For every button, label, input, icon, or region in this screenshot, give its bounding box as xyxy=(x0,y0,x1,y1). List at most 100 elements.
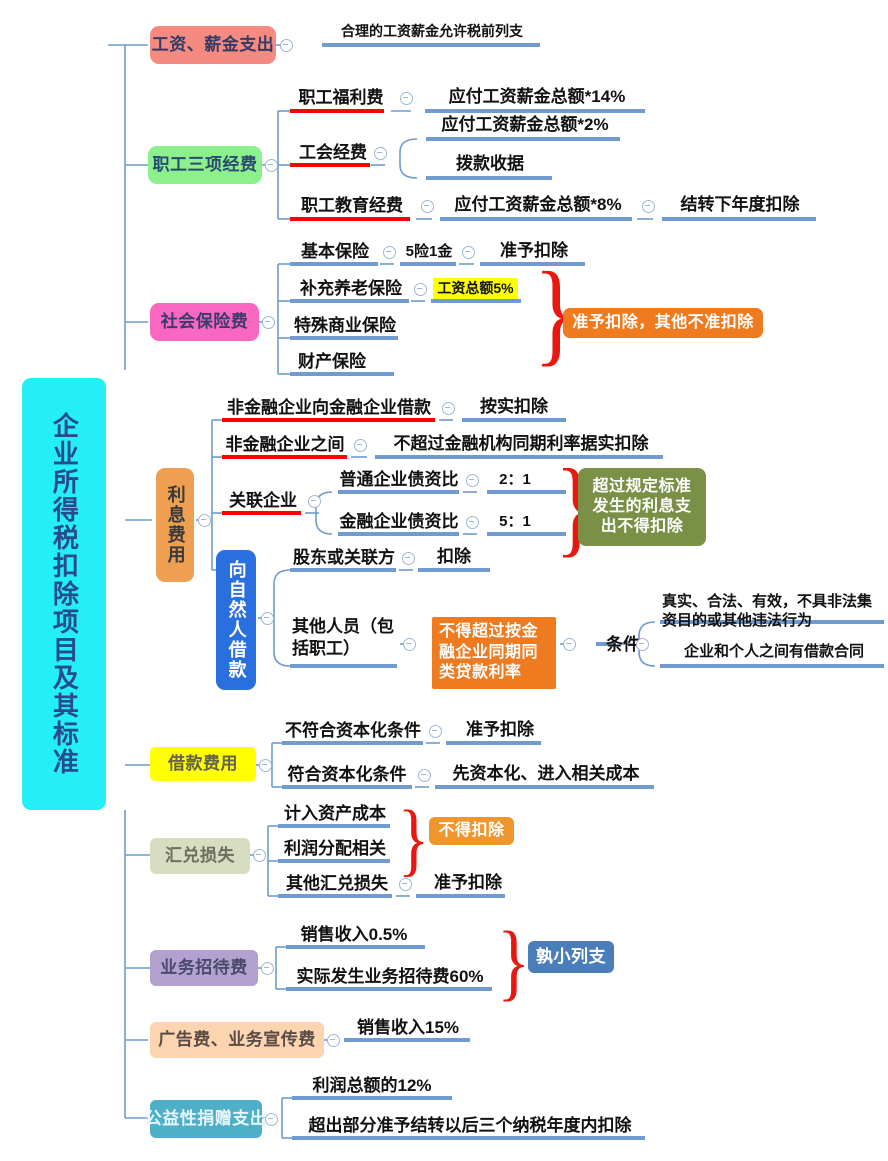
collapse-toggle-capitalize[interactable] xyxy=(418,769,431,782)
branch-borrow-cost[interactable]: 借款费用 xyxy=(150,747,256,781)
collapse-toggle-borrow-cost[interactable] xyxy=(259,759,272,772)
leaf-ratio-2-1[interactable]: 2：1 xyxy=(499,471,531,489)
leaf-between-nonfin[interactable]: 非金融企业之间 xyxy=(225,434,345,454)
leaf-education-rate[interactable]: 应付工资薪金总额*8% xyxy=(454,194,622,214)
branch-natural-person-label: 向自然人借款 xyxy=(226,560,247,680)
leaf-nonfin-to-fin[interactable]: 非金融企业向金融企业借款 xyxy=(227,397,431,417)
collapse-toggle-non-capitalize[interactable] xyxy=(429,725,442,738)
leaf-other-fx-deduct[interactable]: 准予扣除 xyxy=(434,872,502,892)
root-node[interactable]: 企业所得税扣除项目及其标准 xyxy=(22,378,106,810)
collapse-toggle-between-nonfin[interactable] xyxy=(354,439,367,452)
leaf-capitalize-result[interactable]: 先资本化、进入相关成本 xyxy=(452,763,640,783)
collapse-toggle-conditions[interactable] xyxy=(636,638,649,651)
leaf-supp-pension[interactable]: 补充养老保险 xyxy=(300,278,402,298)
leaf-profit-12[interactable]: 利润总额的12% xyxy=(312,1075,432,1095)
leaf-non-capitalize-deduct[interactable]: 准予扣除 xyxy=(466,719,534,739)
leaf-education-carry[interactable]: 结转下年度扣除 xyxy=(680,194,800,214)
leaf-normal-debt-ratio[interactable]: 普通企业债资比 xyxy=(339,469,459,489)
leaf-actual-60[interactable]: 实际发生业务招待费60% xyxy=(296,966,484,986)
branch-ads-label: 广告费、业务宣传费 xyxy=(158,1029,316,1049)
branch-donation[interactable]: 公益性捐赠支出 xyxy=(145,1100,267,1138)
branch-social-insurance[interactable]: 社会保险费 xyxy=(150,303,259,341)
collapse-toggle-entertainment[interactable] xyxy=(261,962,274,975)
leaf-condition-legal[interactable]: 真实、合法、有效，不具非法集资目的或其他违法行为 xyxy=(662,593,873,629)
leaf-union-receipt[interactable]: 拨款收据 xyxy=(456,153,524,173)
branch-fx-loss-label: 汇兑损失 xyxy=(165,845,235,865)
callout-social-insurance[interactable]: 准予扣除，其他不准扣除 xyxy=(563,308,763,338)
collapse-toggle-basic-insurance[interactable] xyxy=(383,246,396,259)
leaf-shareholder[interactable]: 股东或关联方 xyxy=(293,547,395,567)
collapse-toggle-interest[interactable] xyxy=(198,514,211,527)
branch-donation-label: 公益性捐赠支出 xyxy=(144,1108,268,1128)
collapse-toggle-related-enterprise[interactable] xyxy=(308,495,321,508)
branch-ads[interactable]: 广告费、业务宣传费 xyxy=(150,1022,324,1058)
leaf-sales-15[interactable]: 销售收入15% xyxy=(356,1017,460,1037)
leaf-shareholder-deduct[interactable]: 扣除 xyxy=(437,546,471,566)
callout-fx-loss[interactable]: 不得扣除 xyxy=(429,817,514,845)
brace-entertainment: } xyxy=(497,913,531,1009)
leaf-union-rate[interactable]: 应付工资薪金总额*2% xyxy=(441,114,609,134)
leaf-asset-cost[interactable]: 计入资产成本 xyxy=(284,803,386,823)
collapse-toggle-conditions-root[interactable] xyxy=(563,638,576,651)
leaf-carry-forward-3y[interactable]: 超出部分准予结转以后三个纳税年度内扣除 xyxy=(308,1115,632,1135)
leaf-not-exceed-rate[interactable]: 不超过金融机构同期利率据实扣除 xyxy=(393,433,649,453)
collapse-toggle-education[interactable] xyxy=(421,200,434,213)
leaf-non-capitalize[interactable]: 不符合资本化条件 xyxy=(285,720,421,740)
branch-entertainment[interactable]: 业务招待费 xyxy=(150,950,258,986)
leaf-condition-contract[interactable]: 企业和个人之间有借款合同 xyxy=(683,643,864,661)
collapse-toggle-donation[interactable] xyxy=(265,1113,278,1126)
callout-loan-rate[interactable]: 不得超过按金融企业同期同类贷款利率 xyxy=(432,617,556,689)
collapse-toggle-fx-loss[interactable] xyxy=(253,849,266,862)
branch-fx-loss[interactable]: 汇兑损失 xyxy=(150,838,250,874)
brace-fx-loss: } xyxy=(397,793,430,884)
leaf-welfare-rate[interactable]: 应付工资薪金总额*14% xyxy=(448,86,626,106)
callout-interest[interactable]: 超过规定标准发生的利息支出不得扣除 xyxy=(578,468,706,546)
collapse-toggle-salary[interactable] xyxy=(280,39,293,52)
leaf-five-one[interactable]: 5险1金 xyxy=(405,243,453,261)
leaf-welfare[interactable]: 职工福利费 xyxy=(298,87,384,107)
collapse-toggle-other-fx-loss[interactable] xyxy=(399,878,412,891)
collapse-toggle-shareholder[interactable] xyxy=(402,552,415,565)
leaf-profit-distribution[interactable]: 利润分配相关 xyxy=(284,838,386,858)
leaf-deduct-actual[interactable]: 按实扣除 xyxy=(480,396,548,416)
branch-three-funds-label: 职工三项经费 xyxy=(152,154,258,174)
leaf-related-enterprise[interactable]: 关联企业 xyxy=(229,490,297,510)
collapse-toggle-nonfin-to-fin[interactable] xyxy=(442,402,455,415)
leaf-other-fx-loss[interactable]: 其他汇兑损失 xyxy=(286,873,388,893)
branch-interest[interactable]: 利息费用 xyxy=(156,468,194,582)
leaf-wage-total-5[interactable]: 工资总额5% xyxy=(433,278,518,299)
root-label: 企业所得税扣除项目及其标准 xyxy=(49,412,80,776)
branch-three-funds[interactable]: 职工三项经费 xyxy=(148,146,262,184)
branch-salary[interactable]: 工资、薪金支出 xyxy=(150,26,276,64)
collapse-toggle-fin-debt-ratio[interactable] xyxy=(466,516,479,529)
leaf-capitalize[interactable]: 符合资本化条件 xyxy=(287,764,407,784)
leaf-special-commercial[interactable]: 特殊商业保险 xyxy=(294,315,396,335)
branch-borrow-cost-label: 借款费用 xyxy=(168,753,238,773)
leaf-sales-05[interactable]: 销售收入0.5% xyxy=(300,924,408,944)
collapse-toggle-normal-debt-ratio[interactable] xyxy=(466,474,479,487)
leaf-property-insurance[interactable]: 财产保险 xyxy=(298,351,366,371)
collapse-toggle-natural-person[interactable] xyxy=(261,612,274,625)
leaf-salary-1[interactable]: 合理的工资薪金允许税前列支 xyxy=(341,22,523,39)
collapse-toggle-ads[interactable] xyxy=(327,1034,340,1047)
callout-entertainment[interactable]: 孰小列支 xyxy=(528,941,614,973)
leaf-education[interactable]: 职工教育经费 xyxy=(301,195,403,215)
leaf-conditions[interactable]: 条件 xyxy=(606,634,640,654)
collapse-toggle-supp-pension[interactable] xyxy=(414,283,427,296)
collapse-toggle-welfare[interactable] xyxy=(400,92,413,105)
branch-salary-label: 工资、薪金支出 xyxy=(151,34,275,54)
branch-natural-person[interactable]: 向自然人借款 xyxy=(216,550,256,690)
leaf-other-persons[interactable]: 其他人员（包括职工） xyxy=(292,616,394,658)
leaf-ratio-5-1[interactable]: 5：1 xyxy=(499,513,531,531)
collapse-toggle-other-persons[interactable] xyxy=(403,638,416,651)
collapse-toggle-three-funds[interactable] xyxy=(265,159,278,172)
collapse-toggle-social-insurance[interactable] xyxy=(262,316,275,329)
collapse-toggle-union[interactable] xyxy=(374,147,387,160)
leaf-union[interactable]: 工会经费 xyxy=(299,142,367,162)
leaf-basic-insurance[interactable]: 基本保险 xyxy=(301,241,369,261)
leaf-basic-allow[interactable]: 准予扣除 xyxy=(500,240,568,260)
collapse-toggle-education-carry[interactable] xyxy=(642,200,655,213)
leaf-fin-debt-ratio[interactable]: 金融企业债资比 xyxy=(339,511,459,531)
collapse-toggle-five-one[interactable] xyxy=(462,246,475,259)
